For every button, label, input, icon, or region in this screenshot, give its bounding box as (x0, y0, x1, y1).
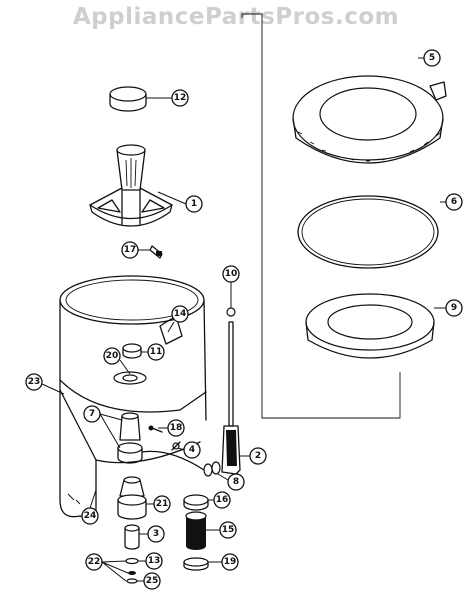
part-17-agitator-bolt[interactable] (149, 245, 163, 259)
svg-text:11: 11 (150, 347, 163, 357)
callout-23: 23 (25, 373, 43, 391)
part-18-screw[interactable] (148, 425, 163, 433)
svg-text:4: 4 (189, 445, 195, 455)
svg-text:3: 3 (153, 529, 159, 539)
svg-text:6: 6 (451, 197, 457, 207)
callout-20: 20 (103, 347, 121, 365)
svg-text:23: 23 (28, 377, 41, 387)
callout-4: 4 (183, 441, 201, 459)
callout-18: 18 (167, 419, 185, 437)
callout-7: 7 (83, 405, 101, 423)
callout-9: 9 (445, 299, 463, 317)
callout-5: 5 (423, 49, 441, 67)
part-1-agitator[interactable] (89, 144, 173, 227)
callout-24: 24 (81, 507, 99, 525)
leader-lines (41, 57, 446, 582)
svg-text:7: 7 (89, 409, 95, 419)
part-9-tub-ring[interactable] (305, 293, 435, 359)
svg-text:1: 1 (191, 199, 197, 209)
part-3-sleeve[interactable] (124, 524, 140, 550)
svg-text:10: 10 (225, 269, 238, 279)
part-14-tub-bracket[interactable] (159, 315, 183, 345)
svg-text:18: 18 (170, 423, 183, 433)
part-13-washer[interactable] (125, 557, 139, 565)
callout-22: 22 (85, 553, 103, 571)
callout-25: 25 (143, 572, 161, 590)
part-4-clip[interactable] (171, 441, 181, 451)
part-15-hose[interactable] (185, 511, 207, 550)
svg-text:21: 21 (156, 499, 169, 509)
svg-text:19: 19 (224, 557, 237, 567)
callout-13: 13 (145, 552, 163, 570)
part-25-nut[interactable] (126, 571, 138, 584)
part-20-tub-seal[interactable] (113, 371, 147, 385)
part-8-hose-clamp[interactable] (203, 461, 221, 477)
part-16-clamp[interactable] (183, 494, 209, 511)
svg-text:14: 14 (174, 309, 187, 319)
callout-21: 21 (153, 495, 171, 513)
callout-10: 10 (222, 265, 240, 283)
part-21-coupling[interactable] (117, 476, 147, 520)
svg-text:24: 24 (84, 511, 97, 521)
svg-text:17: 17 (124, 245, 137, 255)
callout-8: 8 (227, 473, 245, 491)
part-5-tub-cover[interactable] (292, 75, 447, 164)
part-11-tub-nut[interactable] (122, 343, 142, 359)
callout-14: 14 (171, 305, 189, 323)
part-19-clamp[interactable] (183, 557, 209, 571)
part-7-pump-assembly[interactable] (117, 412, 205, 471)
callout-11: 11 (147, 343, 165, 361)
svg-text:20: 20 (106, 351, 119, 361)
callout-3: 3 (147, 525, 165, 543)
watermark-text: AppliancePartsPros.com (72, 4, 400, 30)
svg-text:12: 12 (174, 93, 187, 103)
svg-text:22: 22 (88, 557, 101, 567)
part-6-tub-gasket[interactable] (297, 195, 439, 269)
part-12-agitator-cap[interactable] (109, 86, 147, 112)
callout-16: 16 (213, 491, 231, 509)
callout-2: 2 (249, 447, 267, 465)
svg-text:2: 2 (255, 451, 261, 461)
svg-text:15: 15 (222, 525, 235, 535)
callout-19: 19 (221, 553, 239, 571)
callout-15: 15 (219, 521, 237, 539)
part-10-drain-hose[interactable] (221, 307, 241, 475)
group-frame-line (241, 13, 401, 419)
callout-12: 12 (171, 89, 189, 107)
svg-text:9: 9 (451, 303, 457, 313)
callout-17: 17 (121, 241, 139, 259)
svg-text:8: 8 (233, 477, 239, 487)
svg-text:13: 13 (148, 556, 161, 566)
callout-1: 1 (185, 195, 203, 213)
callout-6: 6 (445, 193, 463, 211)
svg-text:25: 25 (146, 576, 159, 586)
svg-text:5: 5 (429, 53, 435, 63)
svg-text:16: 16 (216, 495, 229, 505)
